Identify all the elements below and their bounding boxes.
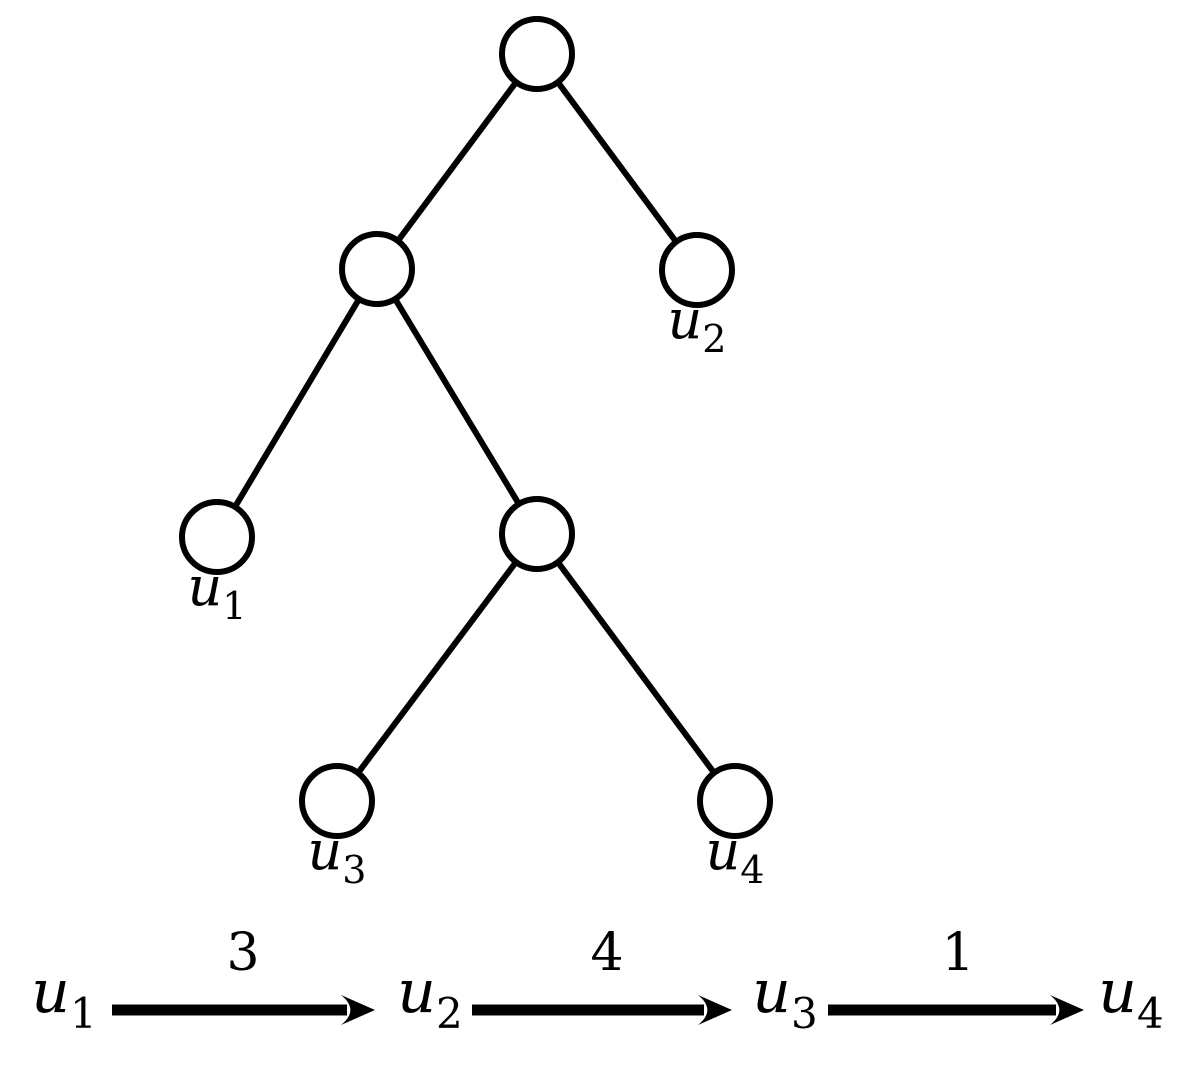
tree-node-int2[interactable]: [499, 496, 575, 572]
chain-node-subscript-c2: 2: [436, 989, 463, 1038]
chain-arrow-head-c1-c2: [341, 995, 375, 1025]
tree-node-label-leaf3: u3: [308, 819, 367, 892]
tree-node-leaf4[interactable]: [697, 763, 773, 839]
tree-edge-int2-leaf4: [554, 559, 718, 776]
chain-edge-weight-c2-c3: 4: [590, 923, 623, 983]
chain-edge-weight-c1-c2: 3: [226, 923, 259, 983]
chain-arrow-group: [112, 995, 1084, 1025]
chain-node-label-c4[interactable]: u4: [1098, 957, 1163, 1038]
tree-node-subscript-leaf1: 1: [222, 584, 246, 628]
tree-node-group: [179, 16, 773, 839]
tree-node-leaf2[interactable]: [659, 232, 735, 308]
tree-edge-int1-leaf1: [231, 296, 363, 510]
chain-node-label-c3[interactable]: u3: [752, 957, 817, 1038]
chain-arrow-head-c3-c4: [1050, 995, 1084, 1025]
tree-node-leaf3[interactable]: [299, 763, 375, 839]
tree-node-subscript-leaf4: 4: [740, 848, 764, 892]
chain-edge-weight-c3-c4: 1: [941, 923, 974, 983]
chain-node-label-c2[interactable]: u2: [397, 957, 462, 1038]
tree-edge-int1-int2: [392, 296, 522, 507]
tree-node-subscript-leaf2: 2: [702, 317, 726, 361]
tree-node-leaf1[interactable]: [179, 499, 255, 575]
tree-node-root[interactable]: [499, 16, 575, 92]
tree-edge-root-int1: [394, 79, 520, 244]
chain-arrow-head-c2-c3: [698, 995, 732, 1025]
chain-node-subscript-c3: 3: [791, 989, 818, 1038]
tree-edge-int2-leaf3: [354, 559, 520, 776]
tree-edge-group: [231, 79, 718, 776]
chain-weight-group: 3 4 1: [226, 923, 974, 983]
chain-node-subscript-c1: 1: [70, 989, 97, 1038]
tree-edge-root-leaf2: [554, 79, 680, 245]
chain-node-label-c1[interactable]: u1: [31, 957, 96, 1038]
tree-node-int1[interactable]: [339, 231, 415, 307]
tree-node-subscript-leaf3: 3: [342, 848, 366, 892]
chain-node-subscript-c4: 4: [1137, 989, 1164, 1038]
